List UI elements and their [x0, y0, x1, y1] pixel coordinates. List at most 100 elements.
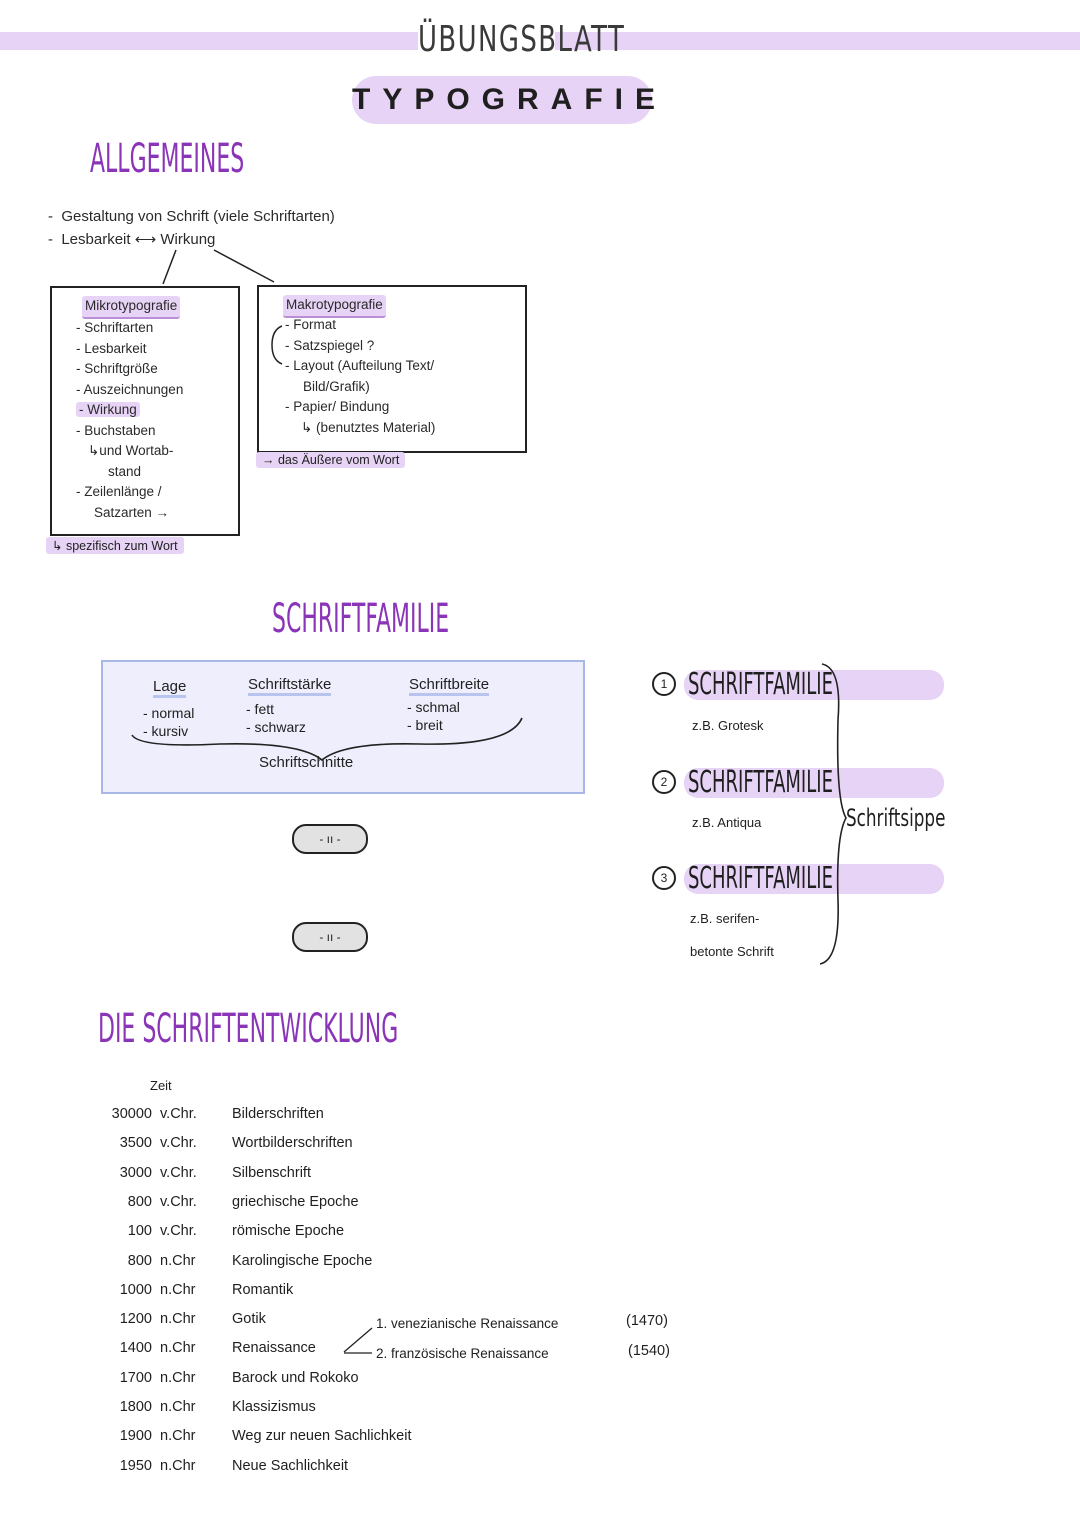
renaissance-connector	[343, 1327, 373, 1353]
timeline-year: 3500	[119, 1135, 152, 1152]
column-title-lage: Lage	[153, 678, 187, 698]
list-item: - fett	[246, 701, 275, 717]
list-item: - Wirkung	[76, 402, 140, 417]
renaissance-2: 2. französische Renaissance	[376, 1346, 549, 1361]
makrotypografie-title: Makrotypografie	[283, 295, 386, 318]
bullet-lesbarkeit: - Lesbarkeit ⟷ Wirkung	[48, 231, 216, 248]
brace-label: Schriftschnitte	[259, 754, 354, 771]
timeline-year: 3000	[119, 1164, 152, 1181]
timeline-event: Romantik	[232, 1281, 294, 1298]
connector-mikro	[162, 249, 177, 285]
family-example: betonte Schrift	[690, 944, 774, 959]
timeline-era: n.Chr	[160, 1252, 196, 1269]
list-item: - schmal	[407, 699, 460, 715]
renaissance-1: 1. venezianische Renaissance	[376, 1316, 559, 1331]
column-items-schriftbreite: - schmal - breit	[407, 698, 460, 734]
column-title-schriftstaerke: Schriftstärke	[248, 676, 332, 696]
timeline-era: v.Chr.	[160, 1135, 197, 1152]
connector-makro	[213, 249, 275, 283]
list-item: - Papier/ Bindung	[285, 399, 390, 414]
timeline-event: griechische Epoche	[232, 1193, 359, 1210]
family-label: SCHRIFTFAMILIE	[684, 864, 944, 894]
list-item: - Format	[285, 317, 337, 332]
timeline-era: v.Chr.	[160, 1193, 197, 1210]
mikrotypografie-note: ↳ spezifisch zum Wort	[46, 537, 184, 554]
makrotypografie-box: Makrotypografie - Format - Satzspiegel ?…	[257, 285, 527, 453]
timeline-year: 1800	[119, 1399, 152, 1415]
column-items-schriftstaerke: - fett - schwarz	[246, 700, 306, 736]
timeline-event: Gotik	[232, 1311, 266, 1328]
timeline-event: Klassizismus	[232, 1399, 316, 1415]
timeline-year: 800	[127, 1252, 152, 1269]
section-heading-schriftentwicklung: DIE SCHRIFTENTWICKLUNG	[98, 1006, 399, 1052]
renaissance-2-year: (1540)	[628, 1343, 670, 1359]
timeline-event: Barock und Rokoko	[232, 1369, 359, 1386]
timeline-year: 1950	[119, 1457, 152, 1474]
timeline-event: Renaissance	[232, 1340, 316, 1357]
list-item: stand	[108, 463, 142, 479]
family-example: z.B. Grotesk	[692, 718, 764, 733]
page-title: ÜBUNGSBLATT	[418, 18, 626, 62]
list-item: - normal	[143, 705, 195, 721]
ditto-oval: - ıı -	[292, 824, 368, 854]
schriftschnitte-box: Lage - normal - kursiv Schriftstärke - f…	[101, 660, 585, 794]
timeline-year: 30000	[111, 1106, 152, 1122]
family-example: z.B. serifen-	[690, 911, 760, 926]
renaissance-1-year: (1470)	[626, 1313, 668, 1329]
list-item: Bild/Grafik)	[303, 378, 370, 394]
timeline-year: 100	[127, 1223, 152, 1240]
list-item: Satzarten →	[94, 504, 170, 520]
mikrotypografie-title: Mikrotypografie	[82, 296, 181, 319]
timeline-event: Neue Sachlichkeit	[232, 1457, 349, 1474]
mikrotypografie-box: Mikrotypografie - Schriftarten - Lesbark…	[50, 286, 240, 536]
mikrotypografie-list: - Schriftarten - Lesbarkeit - Schriftgrö…	[76, 318, 183, 523]
column-title-schriftbreite: Schriftbreite	[409, 676, 490, 696]
list-item: - Auszeichnungen	[76, 381, 184, 397]
timeline-era: n.Chr	[160, 1369, 196, 1386]
list-item: - Layout (Aufteilung Text/	[285, 358, 435, 373]
page-subtitle: TYPOGRAFIE	[352, 76, 655, 124]
list-item: - Schriftgröße	[76, 361, 158, 376]
timeline-year: 1700	[119, 1369, 152, 1386]
makrotypografie-list: - Format - Satzspiegel ? - Layout (Aufte…	[285, 315, 435, 438]
list-item: ↳und Wortab-	[88, 443, 174, 458]
timeline-year: 1400	[119, 1340, 152, 1357]
timeline-year: 1000	[119, 1281, 152, 1298]
timeline-era: v.Chr.	[160, 1223, 197, 1240]
makrotypografie-note: → das Äußere vom Wort	[256, 452, 406, 468]
timeline-era: v.Chr.	[160, 1164, 197, 1181]
timeline-event: Weg zur neuen Sachlichkeit	[232, 1428, 412, 1445]
schriftschnitte-brace	[131, 717, 523, 762]
family-number: 1	[652, 672, 676, 696]
timeline-era: n.Chr	[160, 1311, 196, 1328]
macro-bracket	[271, 325, 283, 365]
list-item: ↳ (benutztes Material)	[301, 419, 436, 435]
list-item: - Lesbarkeit	[76, 340, 147, 356]
timeline-event: römische Epoche	[232, 1223, 345, 1240]
section-heading-schriftfamilie: SCHRIFTFAMILIE	[272, 596, 450, 642]
list-item: - Buchstaben	[76, 422, 156, 438]
column-label-zeit: Zeit	[150, 1078, 172, 1093]
timeline-era: n.Chr	[160, 1340, 196, 1357]
family-label: SCHRIFTFAMILIE	[684, 670, 944, 700]
timeline-era: v.Chr.	[160, 1106, 197, 1122]
list-item: - breit	[407, 717, 443, 733]
timeline-era: n.Chr	[160, 1428, 196, 1445]
family-label: SCHRIFTFAMILIE	[684, 768, 944, 798]
family-example: z.B. Antiqua	[692, 815, 762, 830]
family-number: 2	[652, 770, 676, 794]
timeline-year: 800	[127, 1193, 152, 1210]
timeline-year: 1200	[119, 1311, 152, 1328]
list-item: - Schriftarten	[76, 320, 154, 335]
timeline-era: n.Chr	[160, 1399, 196, 1415]
timeline-event: Bilderschriften	[232, 1106, 324, 1122]
section-heading-allgemeines: ALLGEMEINES	[90, 136, 245, 182]
ditto-oval: - ıı -	[292, 922, 368, 952]
list-item: - kursiv	[143, 723, 189, 739]
schriftsippe-brace	[819, 663, 847, 965]
list-item: - Satzspiegel ?	[285, 337, 375, 353]
timeline-event: Karolingische Epoche	[232, 1252, 373, 1269]
timeline-event: Wortbilderschriften	[232, 1135, 353, 1152]
schriftsippe-label: Schriftsippe	[846, 804, 946, 832]
